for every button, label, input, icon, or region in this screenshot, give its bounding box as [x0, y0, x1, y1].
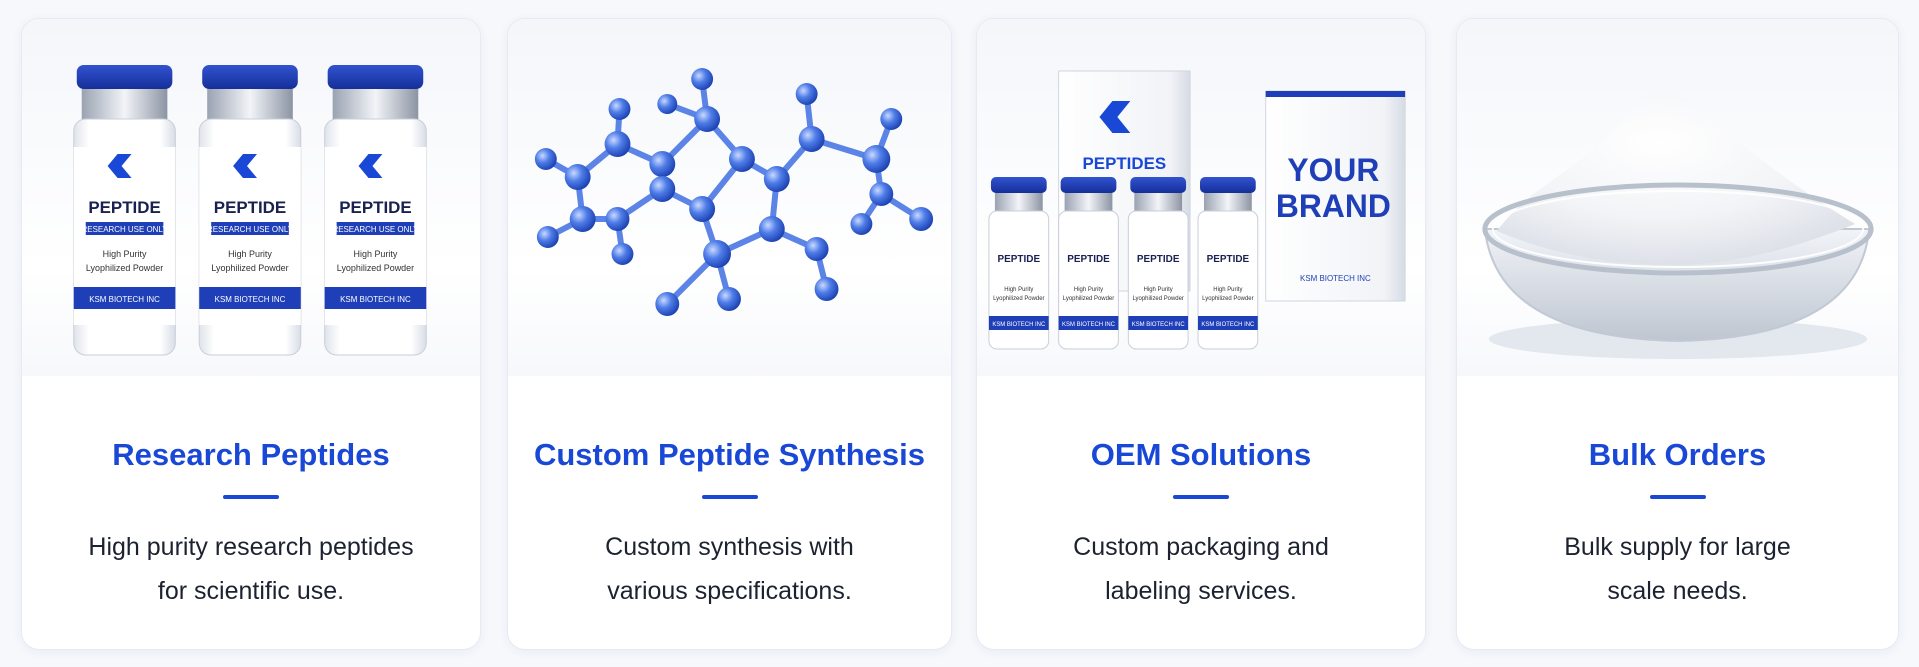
title-divider: [701, 495, 758, 499]
vial-line2: Lyophilized Powder: [211, 263, 288, 273]
svg-text:PEPTIDE: PEPTIDE: [998, 254, 1041, 265]
vial-badge: RESEARCH USE ONLY: [82, 225, 169, 234]
card-title[interactable]: OEM Solutions: [1090, 437, 1312, 472]
svg-text:Lyophilized Powder: Lyophilized Powder: [1202, 296, 1253, 302]
description-line: labeling services.: [1105, 577, 1297, 605]
vial-2: PEPTIDE RESEARCH USE ONLY High Purity Ly…: [198, 65, 302, 356]
oem-packaging-image: PEPTIDES YOUR BRAND KSM BIOTECH INC PEPT…: [977, 19, 1425, 376]
description-line: Custom packaging and: [1073, 533, 1329, 561]
svg-text:Lyophilized Powder: Lyophilized Powder: [1132, 296, 1183, 302]
card-title[interactable]: Custom Peptide Synthesis: [533, 437, 926, 472]
card-title[interactable]: Bulk Orders: [1588, 437, 1767, 472]
description-line: various specifications.: [607, 577, 852, 605]
molecule-image: [508, 19, 951, 376]
oem-vial: PEPTIDE High Purity Lyophilized Powder K…: [1127, 177, 1189, 350]
svg-text:KSM BIOTECH INC: KSM BIOTECH INC: [1132, 322, 1186, 328]
molecule-bonds: [542, 76, 925, 307]
service-card-bulk-orders[interactable]: Bulk Orders Bulk supply for large scale …: [1456, 18, 1899, 650]
vial-line2: Lyophilized Powder: [86, 263, 163, 273]
vial-footer: KSM BIOTECH INC: [89, 295, 160, 304]
card-description: Custom synthesis with various specificat…: [528, 525, 931, 613]
title-divider: [223, 495, 279, 499]
title-divider: [1649, 495, 1706, 499]
vial-1: PEPTIDE RESEARCH USE ONLY High Purity Ly…: [73, 65, 176, 356]
research-peptides-image: PEPTIDE RESEARCH USE ONLY High Purity Ly…: [22, 19, 480, 376]
card-description: Custom packaging and labeling services.: [997, 525, 1405, 613]
oem-vial: PEPTIDE High Purity Lyophilized Powder K…: [1197, 177, 1259, 350]
svg-text:PEPTIDE: PEPTIDE: [1067, 254, 1110, 265]
vial-3: PEPTIDE RESEARCH USE ONLY High Purity Ly…: [324, 65, 427, 356]
description-line: for scientific use.: [157, 577, 345, 605]
service-card-research-peptides[interactable]: PEPTIDE RESEARCH USE ONLY High Purity Ly…: [21, 18, 481, 650]
card-description: Bulk supply for large scale needs.: [1477, 525, 1878, 613]
svg-text:Lyophilized Powder: Lyophilized Powder: [1063, 296, 1114, 302]
vial-badge: RESEARCH USE ONLY: [332, 225, 419, 234]
brand-line1: YOUR: [1287, 152, 1379, 188]
vial-label: PEPTIDE: [214, 198, 286, 217]
vial-footer: KSM BIOTECH INC: [340, 295, 411, 304]
vial-line1: High Purity: [228, 249, 272, 259]
description-line: Bulk supply for large: [1564, 533, 1791, 561]
description-line: High purity research peptides: [88, 533, 414, 561]
molecule-atoms: [534, 68, 934, 316]
brand-line2: BRAND: [1276, 188, 1391, 224]
svg-text:High Purity: High Purity: [1004, 287, 1033, 293]
vial-label: PEPTIDE: [339, 198, 411, 217]
svg-text:High Purity: High Purity: [1144, 287, 1173, 293]
svg-text:High Purity: High Purity: [1213, 287, 1242, 293]
vial-line1: High Purity: [354, 249, 398, 259]
box-label: PEPTIDES: [1083, 154, 1167, 173]
powder-pile: [1496, 90, 1856, 265]
vial-badge: RESEARCH USE ONLY: [207, 225, 294, 234]
oem-vial: PEPTIDE High Purity Lyophilized Powder K…: [988, 177, 1050, 350]
svg-text:PEPTIDE: PEPTIDE: [1137, 254, 1180, 265]
bowl-body: [1483, 228, 1871, 343]
bulk-powder-image: [1457, 19, 1898, 376]
service-card-oem-solutions[interactable]: PEPTIDES YOUR BRAND KSM BIOTECH INC PEPT…: [976, 18, 1426, 650]
vial-line1: High Purity: [103, 249, 147, 259]
vial-line2: Lyophilized Powder: [337, 263, 414, 273]
description-line: scale needs.: [1607, 577, 1748, 605]
oem-vial: PEPTIDE High Purity Lyophilized Powder K…: [1058, 177, 1119, 350]
card-title[interactable]: Research Peptides: [112, 437, 390, 472]
card-description: High purity research peptides for scient…: [42, 525, 460, 613]
title-divider: [1173, 495, 1229, 499]
description-line: Custom synthesis with: [605, 533, 854, 561]
svg-text:Lyophilized Powder: Lyophilized Powder: [993, 296, 1044, 302]
vial-label: PEPTIDE: [88, 198, 160, 217]
svg-text:KSM BIOTECH INC: KSM BIOTECH INC: [1201, 322, 1255, 328]
vial-footer: KSM BIOTECH INC: [215, 295, 286, 304]
svg-text:PEPTIDE: PEPTIDE: [1207, 254, 1250, 265]
service-card-custom-synthesis[interactable]: Custom Peptide Synthesis Custom synthesi…: [507, 18, 952, 650]
svg-text:KSM BIOTECH INC: KSM BIOTECH INC: [992, 322, 1046, 328]
brand-footer: KSM BIOTECH INC: [1300, 274, 1371, 283]
svg-text:KSM BIOTECH INC: KSM BIOTECH INC: [1062, 322, 1116, 328]
svg-text:High Purity: High Purity: [1074, 287, 1103, 293]
bowl-rim: [1482, 182, 1874, 276]
brand-box: YOUR BRAND KSM BIOTECH INC: [1265, 90, 1406, 302]
